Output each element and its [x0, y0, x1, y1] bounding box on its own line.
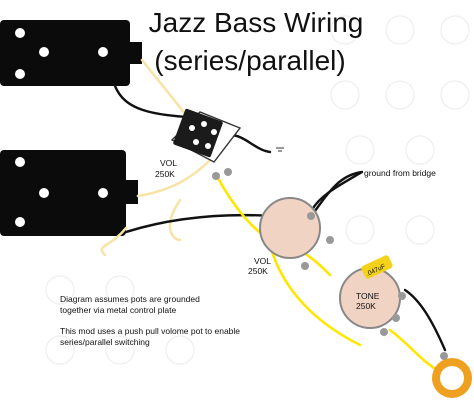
tone-ground-wire: [403, 288, 447, 352]
ground-symbol: [276, 147, 284, 152]
tone-pot-label-1: TONE: [356, 291, 380, 301]
switch-lug-3: [211, 129, 217, 135]
volume-pot: [259, 197, 334, 270]
output-jack-center: [440, 366, 464, 390]
note-line-4: series/parallel switching: [60, 337, 150, 347]
push-pull-switch: [170, 108, 242, 180]
bridge-pole-piece-2: [15, 217, 25, 227]
neck-pole-piece-4: [98, 47, 108, 57]
volume-pot-lug-2: [326, 236, 334, 244]
neck-pickup: [0, 20, 142, 86]
switch-lug-6: [217, 137, 223, 143]
output-jack: [432, 352, 472, 398]
diagram-title-line-2: (series/parallel): [154, 45, 346, 76]
neck-pickup-body: [0, 20, 130, 86]
vol-pushpull-lug-1: [212, 172, 220, 180]
neck-pickup-mount-left: [0, 42, 8, 64]
bridge-ground-lead: [308, 170, 364, 220]
ground-from-bridge-label: ground from bridge: [364, 168, 436, 178]
note-line-3: This mod uses a push pull volome pot to …: [60, 326, 241, 336]
tone-to-jack-wire: [388, 328, 442, 374]
bridge-pickup: [0, 150, 138, 236]
ground-from-bridge-wire: [310, 170, 363, 211]
neck-pole-piece-1: [15, 28, 25, 38]
bridge-pole-piece-4: [98, 188, 108, 198]
vol-pot-label-1: VOL: [254, 256, 272, 266]
vol-pushpull-label-1: VOL: [160, 158, 178, 168]
neck-pole-piece-3: [39, 47, 49, 57]
watermark-pattern: [45, 15, 470, 365]
tone-pot-lug-1: [398, 292, 406, 300]
bridge-lead-cream-wire: [100, 226, 128, 257]
diagram-title-line-1: Jazz Bass Wiring: [148, 7, 364, 38]
tone-pot: [339, 255, 406, 336]
bridge-pole-piece-3: [39, 188, 49, 198]
tone-pot-lug-3: [380, 328, 388, 336]
bridge-cream-wire: [136, 158, 212, 198]
vol-pot-label-2: 250K: [248, 266, 268, 276]
bridge-pole-piece-1: [15, 157, 25, 167]
vol-to-jack-wire: [268, 243, 362, 347]
tone-pot-lug-2: [392, 314, 400, 322]
output-jack-lug: [440, 352, 448, 360]
neck-pole-piece-2: [15, 69, 25, 79]
volume-pot-lug-3: [301, 262, 309, 270]
switch-lug-1: [189, 125, 195, 131]
tone-capacitor: [361, 255, 393, 279]
bridge-pickup-mount-right: [124, 180, 138, 204]
tone-pot-label-2: 250K: [356, 301, 376, 311]
note-line-2: together via metal control plate: [60, 305, 177, 315]
volume-pot-body: [259, 197, 321, 259]
vol-pushpull-label-2: 250K: [155, 169, 175, 179]
switch-ground-wire: [228, 133, 272, 154]
loop-cream-wire: [168, 198, 182, 242]
switch-lug-4: [193, 139, 199, 145]
volume-pot-lug-1: [307, 212, 315, 220]
note-line-1: Diagram assumes pots are grounded: [60, 294, 200, 304]
neck-pickup-mount-right: [128, 42, 142, 64]
switch-lug-2: [201, 121, 207, 127]
bridge-pickup-body: [0, 150, 126, 236]
switch-lug-5: [205, 143, 211, 149]
vol-pushpull-lug-2: [224, 168, 232, 176]
